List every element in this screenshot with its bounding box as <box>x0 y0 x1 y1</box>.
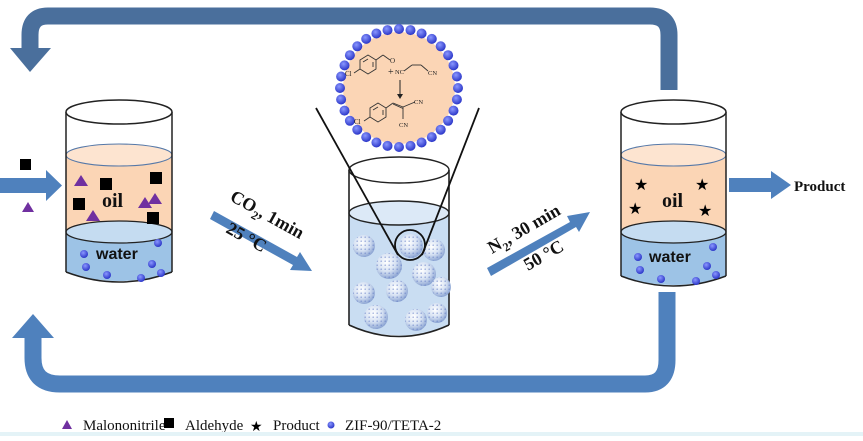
step1-arrow <box>210 211 312 271</box>
reactant-malononitrile-structure <box>403 64 429 72</box>
right-water-catalyst-particles <box>634 243 720 285</box>
malononitrile-nc-label: NC <box>395 69 404 76</box>
right-beaker: ★ ★ ★ ★ oil water <box>620 99 727 287</box>
recycle-arrow-bottom <box>12 292 676 393</box>
right-water-label: water <box>648 249 691 266</box>
reactant-cl-label: Cl <box>345 70 352 78</box>
recycle-arrow-top <box>10 7 678 90</box>
left-water-label: water <box>95 246 138 263</box>
catalyst-bead <box>405 25 416 36</box>
square-icon <box>164 418 174 428</box>
left-oil-reactants <box>73 172 162 224</box>
catalyst-bead <box>394 142 404 152</box>
catalyst-bead <box>335 83 345 93</box>
catalyst-bead <box>451 71 462 82</box>
catalyst-bead <box>352 41 363 52</box>
outlet-arrow <box>729 171 791 199</box>
catalyst-bead <box>339 105 350 116</box>
catalyst-bead <box>336 94 347 105</box>
catalyst-bead <box>448 60 459 71</box>
product-star-icon: ★ <box>634 177 648 194</box>
product-star-icon: ★ <box>698 203 712 220</box>
step1-condition-temp: 25 °C <box>223 218 270 256</box>
product-cl-label: Cl <box>354 118 361 126</box>
catalyst-bead <box>339 60 350 71</box>
catalyst-bead <box>382 140 393 151</box>
legend: Malononitrile Aldehyde ★ Product ZIF-90/… <box>62 418 441 435</box>
center-beaker <box>315 107 480 338</box>
product-star-icon: ★ <box>628 201 642 218</box>
catalyst-bead <box>371 137 382 148</box>
product-star-icon: ★ <box>695 177 709 194</box>
catalyst-bead <box>426 132 437 143</box>
catalyst-bead <box>336 71 347 82</box>
catalyst-bead <box>361 132 372 143</box>
reactant-o-label: O <box>390 57 395 65</box>
catalyst-bead <box>451 94 462 105</box>
legend-label: Aldehyde <box>185 418 244 434</box>
inlet-aldehyde-square <box>20 159 31 170</box>
catalyst-bead <box>394 24 404 34</box>
inlet-malononitrile-triangle <box>22 202 34 212</box>
arrowhead-down-icon <box>10 48 51 72</box>
left-beaker: oil water <box>65 99 173 283</box>
circle-icon <box>327 421 335 429</box>
right-oil-label: oil <box>662 190 684 212</box>
legend-item-aldehyde: Aldehyde <box>164 418 244 434</box>
bottom-border <box>0 432 863 436</box>
reactant-aldehyde-structure <box>353 54 391 75</box>
catalyst-bead <box>448 105 459 116</box>
right-oil-products: ★ ★ ★ ★ <box>628 177 712 220</box>
catalyst-bead <box>344 115 355 126</box>
product-cn2-label: CN <box>399 122 408 129</box>
catalyst-bead <box>443 50 454 61</box>
left-water-catalyst-particles <box>80 239 165 282</box>
catalyst-bead <box>344 50 355 61</box>
catalyst-bead <box>453 83 463 93</box>
outlet-product-label: Product <box>794 179 845 195</box>
catalyst-bead <box>416 137 427 148</box>
legend-label legend-item-product: Product <box>273 418 320 434</box>
catalyst-bead <box>416 28 427 39</box>
catalyst-bead <box>443 115 454 126</box>
magnified-droplet: Cl O + NC CN Cl CN CN <box>335 24 463 152</box>
left-oil-label: oil <box>102 190 124 212</box>
catalyst-bead <box>435 124 446 135</box>
triangle-icon <box>62 420 72 429</box>
catalyst-bead <box>361 33 372 44</box>
catalyst-bead <box>371 28 382 39</box>
step2-arrow <box>487 212 590 276</box>
plus-sign: + <box>388 67 394 78</box>
catalyst-bead <box>435 41 446 52</box>
malononitrile-cn-label: CN <box>428 70 437 77</box>
product-cn1-label: CN <box>414 99 423 106</box>
arrowhead-up-icon <box>12 314 54 338</box>
catalyst-bead <box>352 124 363 135</box>
legend-item-malononitrile: Malononitrile <box>62 418 166 434</box>
reaction-arrow-icon <box>397 80 403 99</box>
star-icon: ★ <box>250 420 263 435</box>
legend-label legend-item-catalyst: ZIF-90/TETA-2 <box>345 418 441 434</box>
catalyst-bead <box>405 140 416 151</box>
product-structure <box>363 101 416 123</box>
legend-label: Malononitrile <box>83 418 166 434</box>
emulsion-droplets <box>353 234 451 331</box>
catalyst-bead <box>382 25 393 36</box>
catalyst-shell <box>335 24 463 152</box>
catalyst-bead <box>426 33 437 44</box>
inlet-arrow <box>0 170 62 201</box>
